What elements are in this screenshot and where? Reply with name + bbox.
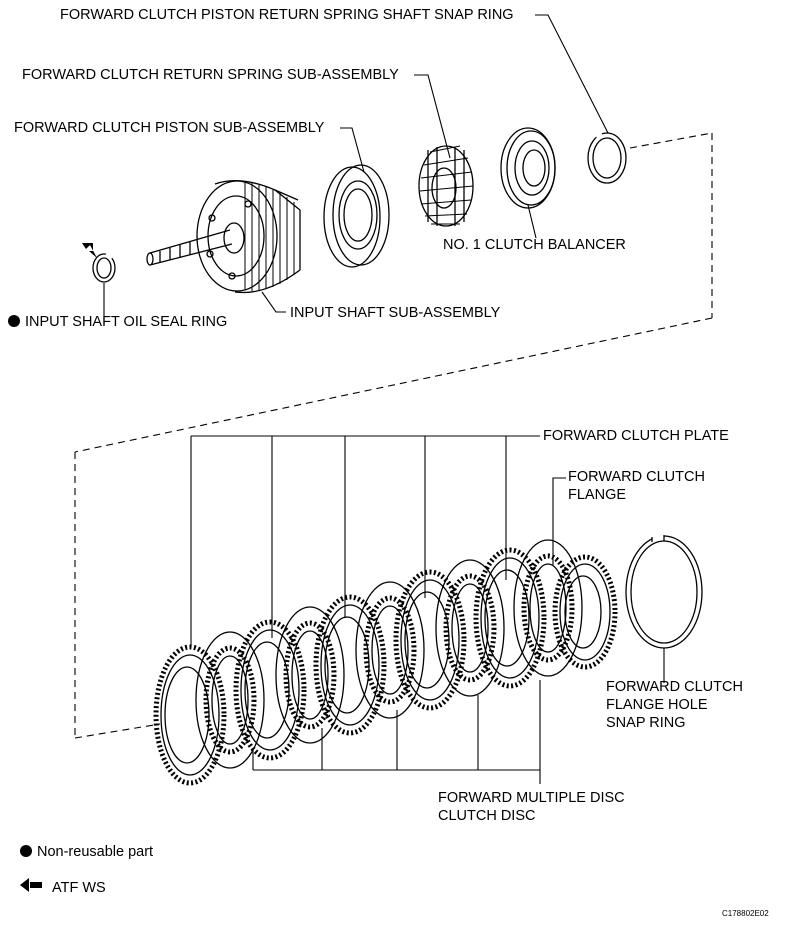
clutch-disc xyxy=(195,631,265,769)
forward-clutch-piston xyxy=(323,164,390,268)
atf-ws-arrow-icon xyxy=(82,243,97,258)
arrow-left-icon xyxy=(20,878,29,892)
assembly-dashed-outline xyxy=(74,132,713,739)
label-input-shaft-oil-seal-ring-text: INPUT SHAFT OIL SEAL RING xyxy=(25,314,228,330)
flange-leader xyxy=(552,477,566,565)
clutch-plate xyxy=(153,644,227,786)
non-reusable-icon xyxy=(8,315,20,327)
clutch-plate xyxy=(393,569,467,711)
label-clutch-flange-line2: FLANGE xyxy=(568,487,627,503)
label-input-shaft-oil-seal-ring: INPUT SHAFT OIL SEAL RING xyxy=(8,313,227,331)
label-flange-hole-snap-ring-line2: FLANGE HOLE xyxy=(606,697,708,713)
clutch-disc xyxy=(355,581,425,719)
arrow-shaft xyxy=(30,882,42,888)
legend-non-reusable: Non-reusable part xyxy=(20,843,153,861)
piston-return-spring-shaft-snap-ring xyxy=(587,132,627,184)
legend-non-reusable-text: Non-reusable part xyxy=(37,844,154,860)
forward-clutch-return-spring xyxy=(418,145,474,227)
legend-atf-text: ATF WS xyxy=(52,880,106,896)
input-shaft-sub-assembly xyxy=(146,179,301,294)
label-clutch-plate: FORWARD CLUTCH PLATE xyxy=(543,428,729,444)
clutch-disc xyxy=(435,559,505,697)
no-1-clutch-balancer xyxy=(500,127,556,209)
forward-clutch-flange xyxy=(552,554,618,670)
input-shaft-oil-seal-ring xyxy=(92,252,116,283)
label-input-shaft: INPUT SHAFT SUB-ASSEMBLY xyxy=(290,305,501,321)
figure-code: C178802E02 xyxy=(722,909,769,918)
label-piston: FORWARD CLUTCH PISTON SUB-ASSEMBLY xyxy=(14,120,325,136)
top-leader-lines xyxy=(103,14,609,316)
label-multiple-disc-line2: CLUTCH DISC xyxy=(438,808,536,824)
clutch-plate xyxy=(313,594,387,736)
filled-circle-icon xyxy=(20,845,32,857)
clutch-disc xyxy=(275,606,345,744)
legend-atf: ATF WS xyxy=(20,878,106,897)
label-return-spring: FORWARD CLUTCH RETURN SPRING SUB-ASSEMBL… xyxy=(22,67,399,83)
label-flange-hole-snap-ring: FORWARD CLUTCH FLANGE HOLE SNAP RING xyxy=(606,678,743,732)
clutch-disc xyxy=(513,539,583,677)
label-clutch-balancer: NO. 1 CLUTCH BALANCER xyxy=(443,237,626,253)
label-clutch-flange-line1: FORWARD CLUTCH xyxy=(568,469,705,485)
label-multiple-disc-line1: FORWARD MULTIPLE DISC xyxy=(438,790,625,806)
clutch-pack xyxy=(153,539,618,786)
clutch-plate xyxy=(233,619,307,761)
clutch-plate xyxy=(473,547,547,689)
label-flange-hole-snap-ring-line1: FORWARD CLUTCH xyxy=(606,679,743,695)
disc-leader xyxy=(252,680,541,784)
flange-hole-snap-ring xyxy=(625,533,703,649)
label-clutch-flange: FORWARD CLUTCH FLANGE xyxy=(568,468,705,504)
label-piston-return-spring-shaft-snap-ring: FORWARD CLUTCH PISTON RETURN SPRING SHAF… xyxy=(60,7,514,23)
label-multiple-disc-clutch-disc: FORWARD MULTIPLE DISC CLUTCH DISC xyxy=(438,789,625,825)
label-flange-hole-snap-ring-line3: SNAP RING xyxy=(606,715,686,731)
